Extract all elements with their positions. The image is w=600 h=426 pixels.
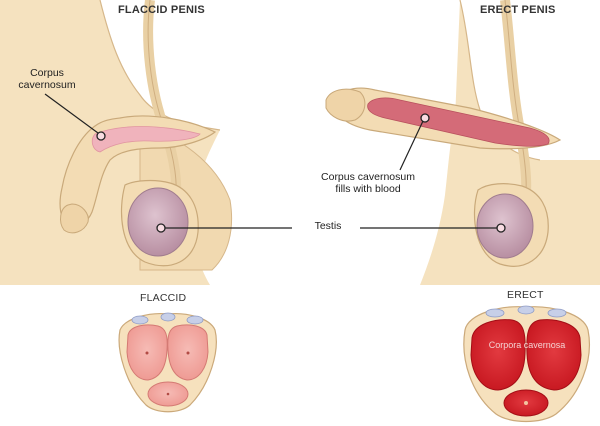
cross-section-erect <box>463 305 590 423</box>
cross-section-flaccid <box>118 312 217 413</box>
label-corpora-cavernosa: Corpora cavernosa <box>488 340 566 350</box>
title-erect-penis: ERECT PENIS <box>480 4 556 16</box>
label-corpus-fills-line2: fills with blood <box>335 183 401 195</box>
label-corpus-fills-with-blood: Corpus cavernosum fills with blood <box>288 171 448 195</box>
testis-flaccid <box>127 187 189 257</box>
corpus-cavernosum-erect <box>367 97 550 147</box>
label-testis: Testis <box>314 220 342 232</box>
label-corpus-fills-line1: Corpus cavernosum <box>321 171 415 183</box>
leader-lines <box>44 93 498 229</box>
erect-body <box>325 0 600 285</box>
label-dots <box>96 113 506 233</box>
section-title-erect: ERECT <box>507 289 544 301</box>
label-corpus-cavernosum: Corpus cavernosum <box>18 67 76 91</box>
title-flaccid-penis: FLACCID PENIS <box>118 4 205 16</box>
flaccid-body <box>0 0 233 285</box>
corpus-cavernosum-flaccid <box>91 126 201 153</box>
section-title-flaccid: FLACCID <box>140 292 187 304</box>
